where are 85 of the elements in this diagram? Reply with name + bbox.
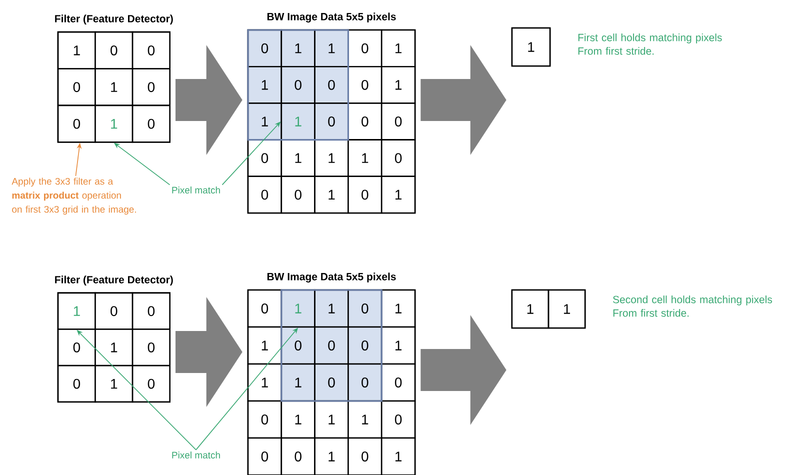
grid-cell: 0 xyxy=(348,363,382,402)
grid-cell: 0 xyxy=(314,102,349,140)
grid-cell: 0 xyxy=(247,437,282,475)
grid-cell: 1 xyxy=(94,68,134,106)
grid-cell: 0 xyxy=(280,437,316,475)
grid-cell: 0 xyxy=(348,102,382,140)
grid-cell: 1 xyxy=(94,365,134,403)
grid-cell: 1 xyxy=(528,42,534,52)
grid-cell: 1 xyxy=(247,66,282,104)
grid-cell: 1 xyxy=(348,139,382,178)
grid-cell: 0 xyxy=(348,66,382,104)
grid-cell: 0 xyxy=(132,68,170,106)
grid-cell: 0 xyxy=(280,66,316,104)
grid-cell: 0 xyxy=(348,326,382,365)
grid-title: BW Image Data 5x5 pixels xyxy=(267,272,396,282)
grid-cell: 1 xyxy=(247,326,282,365)
grid-title: Filter (Feature Detector) xyxy=(55,14,173,24)
grid-cell: 0 xyxy=(57,68,96,106)
grid-cell: 1 xyxy=(94,104,134,143)
grid-cell: 0 xyxy=(132,365,170,403)
grid-cell: 1 xyxy=(511,289,550,329)
grid-cell: 1 xyxy=(247,363,282,402)
grid-cell: 1 xyxy=(348,400,382,439)
grid-cell: 1 xyxy=(280,363,316,402)
block-arrow xyxy=(420,315,506,425)
grid-cell: 0 xyxy=(247,289,282,328)
grid-cell: 1 xyxy=(380,326,416,365)
grid-cell: 1 xyxy=(247,102,282,140)
grid-cell: 0 xyxy=(380,139,416,178)
grid-title: BW Image Data 5x5 pixels xyxy=(267,12,396,22)
grid-cell: 0 xyxy=(280,176,316,214)
grid-cell: 0 xyxy=(132,292,170,330)
grid-cell: 0 xyxy=(247,176,282,214)
grid-cell: 1 xyxy=(57,31,96,70)
grid-cell: 1 xyxy=(280,102,316,140)
grid-cell: 1 xyxy=(314,176,349,214)
grid-cell: 0 xyxy=(380,400,416,439)
grid-cell: 0 xyxy=(94,292,134,330)
grid-cell: 1 xyxy=(314,437,349,475)
grid-cell: 0 xyxy=(348,29,382,68)
block-arrow xyxy=(176,45,242,155)
grid-cell: 0 xyxy=(57,328,96,366)
node-label: 0 xyxy=(294,452,302,462)
grid-title: Filter (Feature Detector) xyxy=(55,276,173,286)
grid-cell: 0 xyxy=(380,102,416,140)
grid-cell: 0 xyxy=(57,104,96,143)
grid-cell: 0 xyxy=(247,29,282,68)
grid-cell: 1 xyxy=(380,29,416,68)
grid-cell: 0 xyxy=(132,31,170,70)
grid-cell: 0 xyxy=(348,289,382,328)
grid-cell: 0 xyxy=(348,437,382,475)
grid-cell: 1 xyxy=(280,400,316,439)
block-arrow xyxy=(176,297,242,407)
grid-cell: 1 xyxy=(314,400,349,439)
block-arrow xyxy=(420,45,506,155)
grid-cell: 1 xyxy=(380,66,416,104)
grid-cell: 0 xyxy=(247,400,282,439)
grid-cell: 1 xyxy=(314,289,349,328)
grid-cell: 1 xyxy=(280,29,316,68)
grid-cell: 1 xyxy=(314,139,349,178)
note-text: Apply the 3x3 filter as a matrix product operation on first 3x3 grid in the image. xyxy=(12,178,136,215)
grid-cell: 1 xyxy=(57,292,96,330)
grid-cell: 0 xyxy=(247,139,282,178)
grid-cell: 0 xyxy=(94,31,134,70)
grid-cell: 1 xyxy=(314,29,349,68)
grid-cell: 0 xyxy=(314,363,349,402)
note-text: Second cell holds matching pixels From first stride. xyxy=(613,296,772,317)
grid-cell: 1 xyxy=(94,328,134,366)
leader-label: Pixel match xyxy=(172,452,220,458)
grid-cell: 0 xyxy=(314,66,349,104)
note-text: First cell holds matching pixels From first stride. xyxy=(578,34,722,55)
leader-label: Pixel match xyxy=(172,186,220,194)
grid-cell: 0 xyxy=(57,365,96,403)
grid-cell: 1 xyxy=(380,289,416,328)
grid-cell: 0 xyxy=(348,176,382,214)
grid-cell: 1 xyxy=(280,289,316,328)
grid-cell: 0 xyxy=(314,326,349,365)
grid-cell: 0 xyxy=(280,326,316,365)
grid-cell: 0 xyxy=(132,104,170,143)
grid-cell: 1 xyxy=(280,139,316,178)
grid-cell: 1 xyxy=(380,437,416,475)
grid-cell: 0 xyxy=(380,363,416,402)
grid-cell: 1 xyxy=(548,289,586,329)
grid-cell: 1 xyxy=(380,176,416,214)
grid-cell: 0 xyxy=(132,328,170,366)
